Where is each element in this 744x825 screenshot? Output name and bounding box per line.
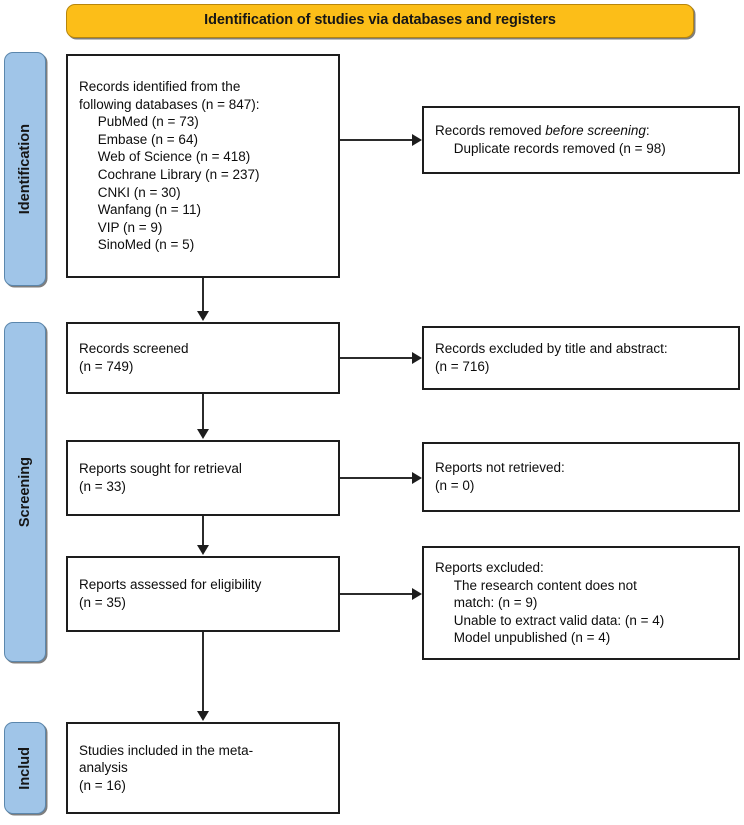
removed-emphasis-text: before screening	[545, 123, 646, 139]
arrowhead-down-to-assessed	[197, 545, 209, 555]
connector-assessed-to-reports-excluded	[340, 593, 414, 595]
box-records-removed-before-screening: Records removed before screening: Duplic…	[422, 106, 740, 174]
box-records-screened-text: Records screened (n = 749)	[79, 341, 189, 374]
box-duplicate-records-detail: Duplicate records removed (n = 98)	[435, 141, 666, 156]
connector-screened-to-sought	[202, 394, 204, 430]
arrowhead-down-to-screened	[197, 311, 209, 321]
box-reports-sought-for-retrieval: Reports sought for retrieval (n = 33)	[66, 440, 340, 516]
phase-bar-identification: Identification	[4, 52, 46, 286]
arrowhead-right-to-reports-excluded	[412, 588, 422, 600]
phase-label-screening: Screening	[17, 456, 33, 528]
phase-bar-included: Includ	[4, 722, 46, 814]
arrowhead-right-to-duplicates	[412, 134, 422, 146]
connector-identified-to-duplicates	[340, 139, 414, 141]
arrowhead-down-to-sought	[197, 429, 209, 439]
connector-sought-to-assessed	[202, 516, 204, 546]
connector-sought-to-not-retrieved	[340, 477, 414, 479]
box-studies-included-text: Studies included in the meta- analysis (…	[79, 742, 254, 793]
box-reports-assessed-text: Reports assessed for eligibility (n = 35…	[79, 577, 262, 610]
arrowhead-down-to-included	[197, 711, 209, 721]
removed-lead-text: Records removed	[435, 123, 546, 139]
diagram-title-banner: Identification of studies via databases …	[66, 4, 694, 38]
arrowhead-right-to-excluded	[412, 352, 422, 364]
box-reports-excluded: Reports excluded: The research content d…	[422, 546, 740, 660]
box-records-excluded-title-abstract: Records excluded by title and abstract: …	[422, 326, 740, 390]
box-records-screened: Records screened (n = 749)	[66, 322, 340, 394]
connector-screened-to-excluded	[340, 357, 414, 359]
arrowhead-right-to-not-retrieved	[412, 472, 422, 484]
box-records-removed-heading: Records removed before screening:	[435, 122, 728, 140]
connector-assessed-to-included	[202, 632, 204, 712]
phase-label-included: Includ	[17, 746, 33, 790]
removed-trail-text: :	[645, 123, 650, 139]
box-records-identified: Records identified from the following da…	[66, 54, 340, 278]
box-reports-assessed-for-eligibility: Reports assessed for eligibility (n = 35…	[66, 556, 340, 632]
box-reports-sought-text: Reports sought for retrieval (n = 33)	[79, 461, 242, 494]
box-reports-excluded-text: Reports excluded: The research content d…	[435, 560, 665, 646]
diagram-title-text: Identification of studies via databases …	[204, 12, 556, 29]
phase-bar-screening: Screening	[4, 322, 46, 662]
box-records-identified-text: Records identified from the following da…	[79, 79, 260, 253]
box-records-excluded-title-abstract-text: Records excluded by title and abstract: …	[435, 341, 668, 374]
box-reports-not-retrieved-text: Reports not retrieved: (n = 0)	[435, 460, 565, 493]
connector-identified-to-screened	[202, 278, 204, 312]
box-reports-not-retrieved: Reports not retrieved: (n = 0)	[422, 442, 740, 512]
box-studies-included: Studies included in the meta- analysis (…	[66, 722, 340, 814]
phase-label-identification: Identification	[17, 123, 33, 215]
